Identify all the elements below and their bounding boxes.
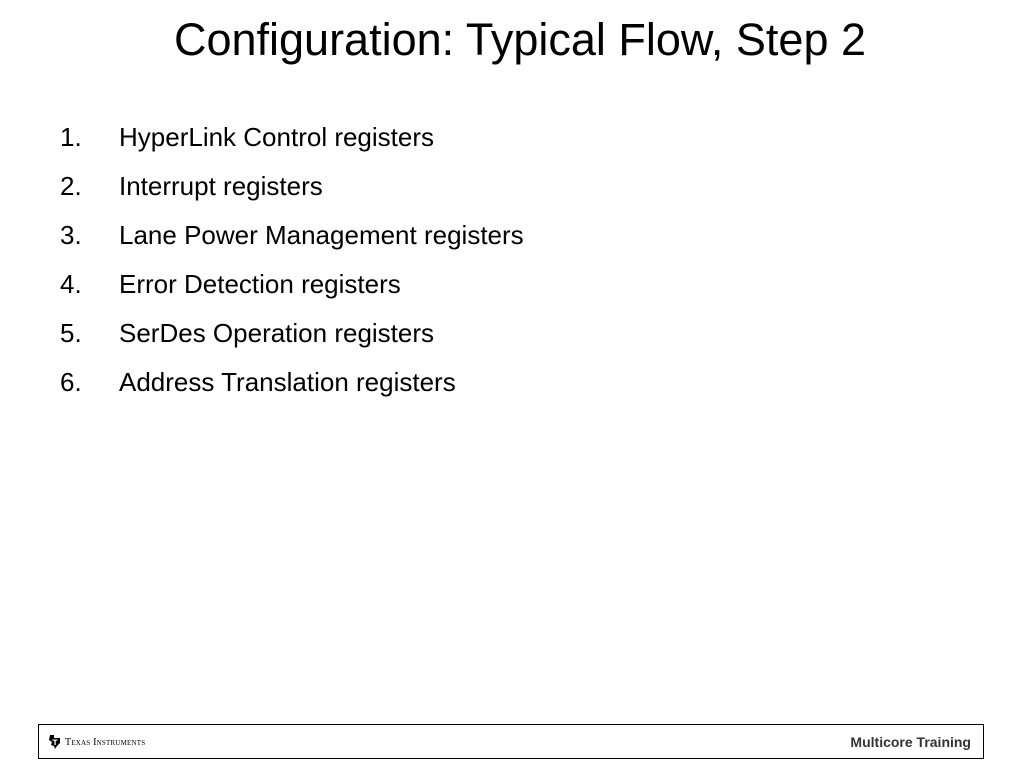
- list-item: 5. SerDes Operation registers: [60, 309, 524, 358]
- ti-logo: Texas Instruments: [49, 734, 145, 750]
- footer-bar: Texas Instruments Multicore Training: [38, 724, 984, 759]
- list-item-label: HyperLink Control registers: [119, 122, 435, 152]
- slide-title: Configuration: Typical Flow, Step 2: [173, 14, 867, 65]
- ti-state-logo-icon: [49, 735, 61, 749]
- list-item-number: 6.: [60, 367, 82, 397]
- list-item-label: Lane Power Management registers: [119, 220, 524, 250]
- ti-wordmark: Texas Instruments: [65, 736, 146, 748]
- list-item: 4. Error Detection registers: [60, 260, 524, 309]
- list-item-label: Address Translation registers: [119, 367, 456, 397]
- list-item-label: Error Detection registers: [119, 269, 401, 299]
- steps-list: 1. HyperLink Control registers 2. Interrup…: [60, 113, 524, 407]
- list-item: 1. HyperLink Control registers: [60, 113, 524, 162]
- list-item-label: SerDes Operation registers: [119, 318, 435, 348]
- footer-label: Multicore Training: [850, 734, 971, 750]
- list-item: 3. Lane Power Management registers: [60, 211, 524, 260]
- list-item-number: 5.: [60, 318, 82, 348]
- list-item: 6. Address Translation registers: [60, 358, 524, 407]
- list-item-number: 4.: [60, 269, 82, 299]
- list-item-number: 2.: [60, 171, 82, 201]
- list-item-number: 1.: [60, 122, 82, 152]
- list-item: 2. Interrupt registers: [60, 162, 524, 211]
- list-item-label: Interrupt registers: [119, 171, 323, 201]
- list-item-number: 3.: [60, 220, 82, 250]
